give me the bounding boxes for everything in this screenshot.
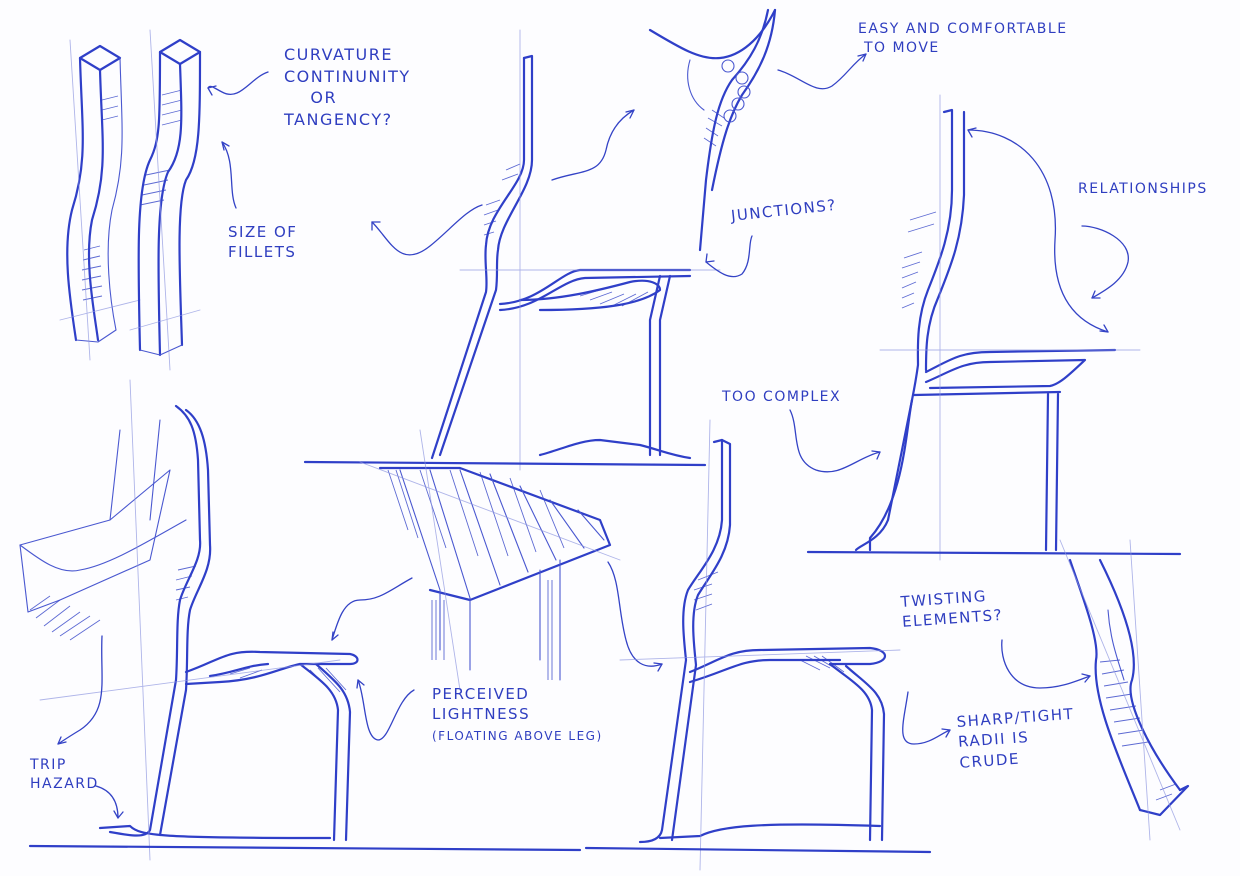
note-relationships: Relationships [1078,180,1208,199]
note-trip-hazard: Trip Hazard [30,756,99,794]
note-lightness-line2: Lightness [432,705,531,724]
note-lightness-line1: Perceived [432,685,530,703]
note-move: Easy and comfortable to move [858,20,1068,58]
note-move-line2: to move [863,39,940,56]
note-curvature-line4: Tangency? [284,109,393,129]
note-complex-text: Too complex [722,389,842,405]
note-complex: Too complex [722,388,841,407]
note-curvature-line2: Continunity [284,66,411,86]
note-curvature: Curvature Continunity or Tangency? [284,44,411,130]
slatted-bench [359,429,621,691]
chair-bottom-left [19,379,359,861]
note-lightness: Perceived Lightness (Floating above leg) [432,684,603,745]
note-curvature-line1: Curvature [284,45,393,64]
note-fillets-line1: Size of [228,223,298,241]
chair-right [854,94,1141,561]
roller-detail [648,8,777,252]
note-curvature-line3: or [310,88,338,108]
note-lightness-line3: (Floating above leg) [432,728,603,743]
leg-study-right [129,29,202,371]
note-radii: Sharp/Tight Radii is Crude [956,704,1078,773]
chair-top-center [430,29,721,471]
note-trip-line1: Trip [30,757,67,773]
note-radii-line3: Crude [958,749,1021,772]
note-fillets: Size of Fillets [228,222,297,263]
twisting-element [1059,539,1190,841]
note-radii-line2: Radii is [957,728,1030,752]
note-move-line1: Easy and comfortable [858,21,1068,37]
chair-bottom-center [619,419,901,871]
note-trip-line2: Hazard [30,775,99,792]
note-relationships-text: Relationships [1078,181,1208,197]
note-fillets-line2: Fillets [228,243,297,262]
leg-study-left [59,39,141,361]
note-twisting: Twisting Elements? [900,585,1004,632]
